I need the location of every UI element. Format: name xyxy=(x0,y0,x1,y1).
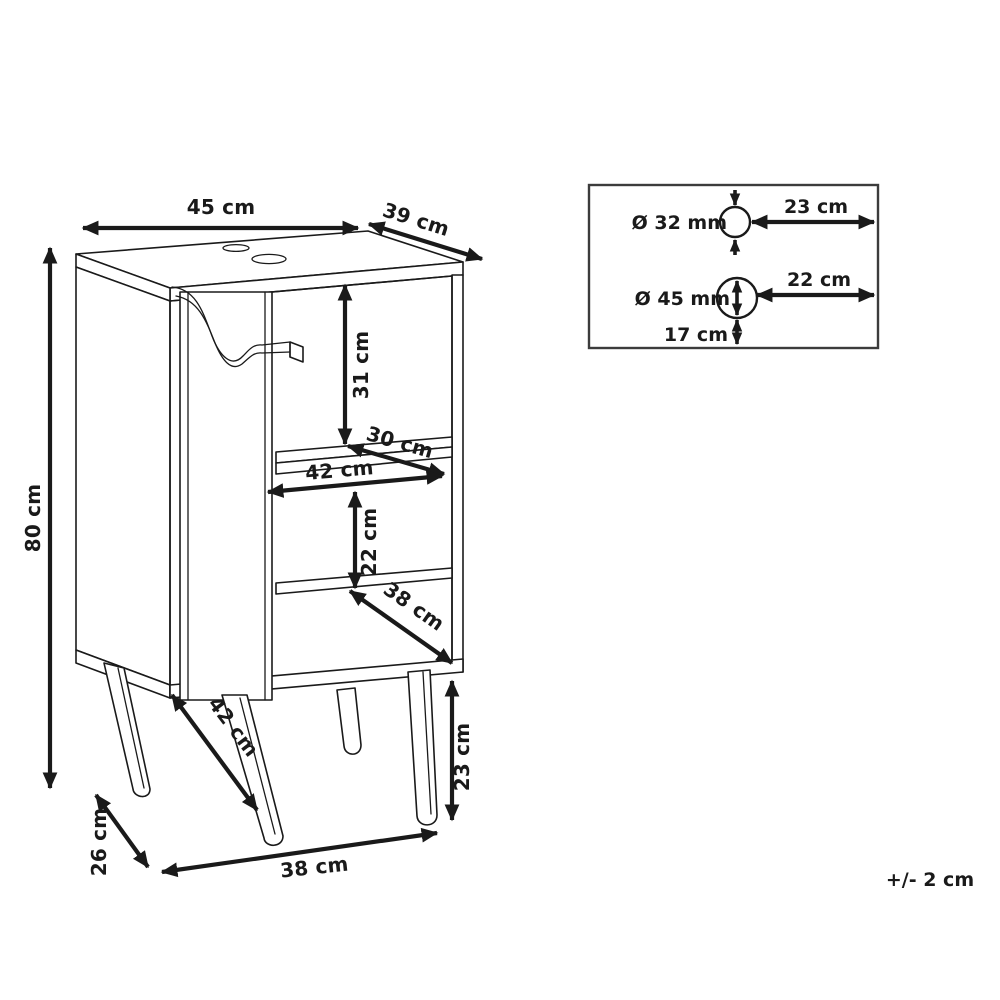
dim-line-foot-width xyxy=(160,827,439,878)
detail-label-45mm: Ø 45 mm xyxy=(635,288,730,310)
cabinet-right-side-panel xyxy=(451,274,464,673)
detail-box-group: Ø 32 mm 23 cm Ø 45 mm 22 cm 17 cm xyxy=(587,183,880,350)
leg-front-right xyxy=(407,669,438,826)
tolerance-note: +/- 2 cm xyxy=(886,869,974,891)
dim-line-shelf-width xyxy=(266,470,444,498)
door-handle-cutout-inner-icon xyxy=(175,295,291,368)
dim-label-foot-depth: 26 cm xyxy=(87,808,111,877)
detail-label-23cm: 23 cm xyxy=(784,196,848,218)
cabinet-geometry xyxy=(75,230,464,847)
leg-front-right-highlight xyxy=(422,671,432,815)
dim-label-leg-height: 23 cm xyxy=(450,723,474,792)
dim-label-height-overall: 80 cm xyxy=(21,484,45,553)
detail-hole-32mm-circle xyxy=(718,205,752,239)
dim-label-shelf-width: 42 cm xyxy=(304,455,374,485)
door-handle-return-face xyxy=(289,341,304,363)
cabinet-left-side-panel xyxy=(75,266,171,686)
dim-line-foot-depth xyxy=(94,793,150,869)
leg-back-left-highlight xyxy=(117,667,145,789)
dimension-lines-main xyxy=(42,220,484,878)
dim-label-depth-top: 39 cm xyxy=(380,198,453,241)
door-handle-cutout-icon xyxy=(171,286,291,362)
detail-label-32mm: Ø 32 mm xyxy=(632,212,727,234)
dim-label-upper-compartment: 31 cm xyxy=(349,331,373,400)
detail-label-22cm: 22 cm xyxy=(787,269,851,291)
dim-line-shelf-depth xyxy=(346,443,446,477)
dim-label-width-top: 45 cm xyxy=(187,195,256,219)
cabinet-door-panel xyxy=(179,291,273,701)
dim-line-lower-depth xyxy=(348,589,454,665)
leg-back-right xyxy=(336,687,362,755)
dim-label-lower-compartment: 22 cm xyxy=(357,508,381,577)
cabinet-shelf-lower-plane xyxy=(275,567,453,595)
cable-hole-small-icon xyxy=(222,243,250,253)
dim-line-depth-top xyxy=(367,221,484,262)
dim-line-leg-span-depth xyxy=(170,693,259,812)
dim-label-lower-depth: 38 cm xyxy=(379,577,449,636)
detail-label-17cm: 17 cm xyxy=(664,324,728,346)
cable-hole-large-icon xyxy=(251,253,287,265)
dim-label-foot-width: 38 cm xyxy=(279,852,350,883)
